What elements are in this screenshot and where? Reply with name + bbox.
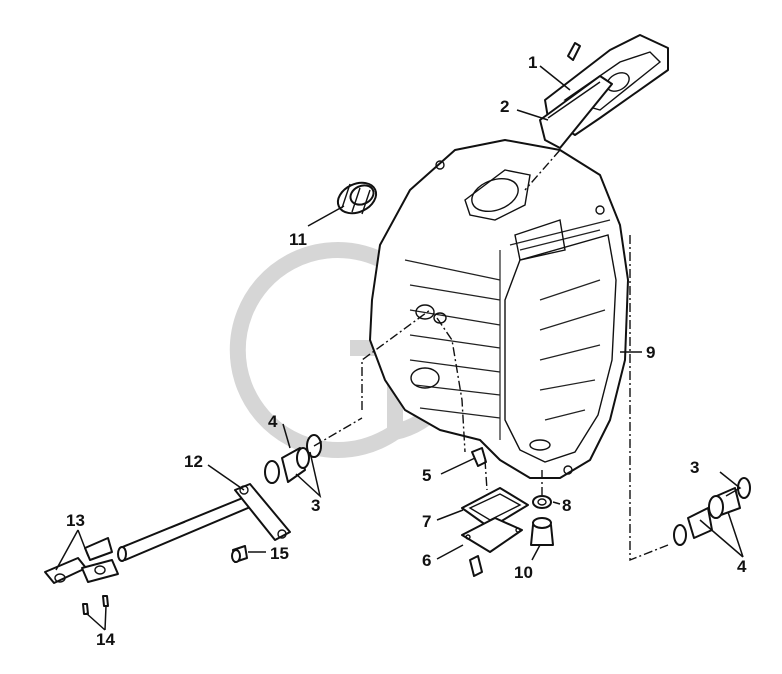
callout-7: 7	[422, 512, 431, 531]
lower-small-parts	[461, 447, 554, 577]
callout-5: 5	[422, 466, 431, 485]
shift-shaft-part	[117, 483, 291, 562]
callout-10: 10	[514, 563, 533, 582]
callout-9: 9	[646, 343, 655, 362]
callout-labels: 1 2 3 3 4 4 5 6 7 8 9 10 11 12 13 14 15	[66, 53, 747, 649]
callout-3-right: 3	[690, 458, 699, 477]
callout-11: 11	[289, 230, 307, 249]
callout-2: 2	[500, 97, 509, 116]
callout-3-left: 3	[311, 496, 320, 515]
callout-15: 15	[270, 544, 289, 563]
release-bearing-part	[336, 181, 378, 215]
fork-parts	[44, 537, 119, 615]
assembly-lines	[313, 149, 669, 562]
left-bushings	[264, 434, 322, 484]
leader-lines	[55, 65, 744, 631]
top-cover-part	[539, 34, 669, 149]
callout-12: 12	[184, 452, 203, 471]
callout-6: 6	[422, 551, 431, 570]
callout-1: 1	[528, 53, 537, 72]
callout-14: 14	[96, 630, 115, 649]
clutch-housing-part	[369, 139, 629, 479]
right-bushings	[673, 477, 751, 546]
plug-part	[231, 545, 248, 563]
callout-13: 13	[66, 511, 85, 530]
callout-4-left: 4	[268, 412, 278, 431]
callout-4-right: 4	[737, 557, 747, 576]
callout-8: 8	[562, 496, 571, 515]
